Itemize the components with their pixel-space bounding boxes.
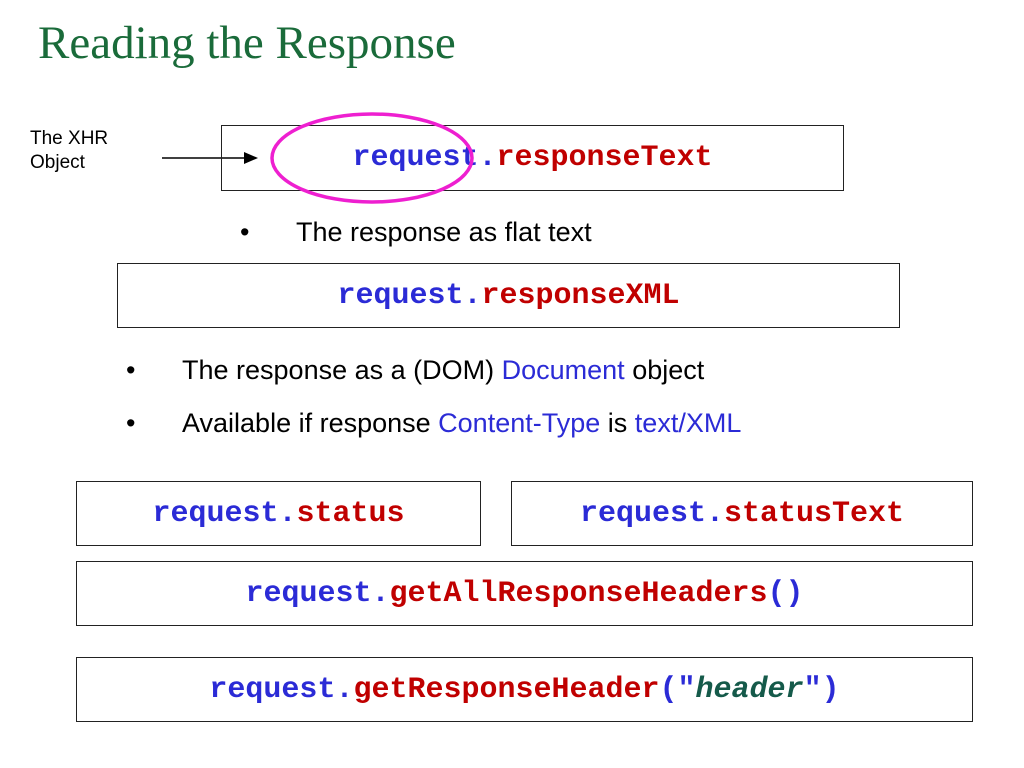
bullet-highlight-mime: text/XML <box>634 408 742 438</box>
code-dot: . <box>478 141 497 175</box>
code-object: request. <box>209 672 354 707</box>
bullet-dot: • <box>126 355 136 385</box>
bullet-text-mid: is <box>607 408 628 438</box>
bullet-flat-text: • The response as flat text <box>240 217 592 248</box>
response-xml-box: request.responseXML <box>117 263 900 328</box>
bullet-text: The response as a (DOM) <box>182 355 495 385</box>
bullet-text-end: object <box>632 355 705 385</box>
code-open-paren: (" <box>659 672 696 707</box>
get-all-headers-box: request.getAllResponseHeaders() <box>76 561 973 626</box>
code-argument: header <box>695 672 804 707</box>
status-text-box: request.statusText <box>511 481 973 546</box>
annotation-line1: The XHR <box>30 128 109 149</box>
bullet-highlight: Document <box>501 355 625 385</box>
code-object: request. <box>337 278 482 313</box>
bullet-dot: • <box>240 217 250 247</box>
response-text-box: request.responseText <box>221 125 844 191</box>
code-property: getAllResponseHeaders <box>389 576 768 611</box>
code-property: statusText <box>724 496 905 531</box>
bullet-dot: • <box>126 408 136 438</box>
bullet-content-type: • Available if response Content-Type is … <box>126 408 741 439</box>
get-header-box: request.getResponseHeader("header") <box>76 657 973 722</box>
bullet-highlight-content-type: Content-Type <box>438 408 601 438</box>
code-object: request. <box>579 496 724 531</box>
code-property: responseText <box>496 141 713 175</box>
code-property: getResponseHeader <box>353 672 660 707</box>
code-object: request <box>352 141 479 175</box>
bullet-text: Available if response <box>182 408 431 438</box>
code-property: responseXML <box>481 278 680 313</box>
annotation-line2: Object <box>30 152 85 173</box>
bullet-text: The response as flat text <box>296 217 592 247</box>
code-close-paren: ") <box>803 672 840 707</box>
code-property: status <box>296 496 405 531</box>
status-box: request.status <box>76 481 481 546</box>
arrow-right-icon <box>162 152 258 164</box>
xhr-object-annotation: The XHR Object <box>30 127 108 175</box>
bullet-dom-document: • The response as a (DOM) Document objec… <box>126 355 704 386</box>
highlight-circle <box>270 112 474 204</box>
code-object: request. <box>245 576 390 611</box>
page-title: Reading the Response <box>38 17 456 69</box>
code-object: request. <box>152 496 297 531</box>
code-parens: () <box>767 576 804 611</box>
